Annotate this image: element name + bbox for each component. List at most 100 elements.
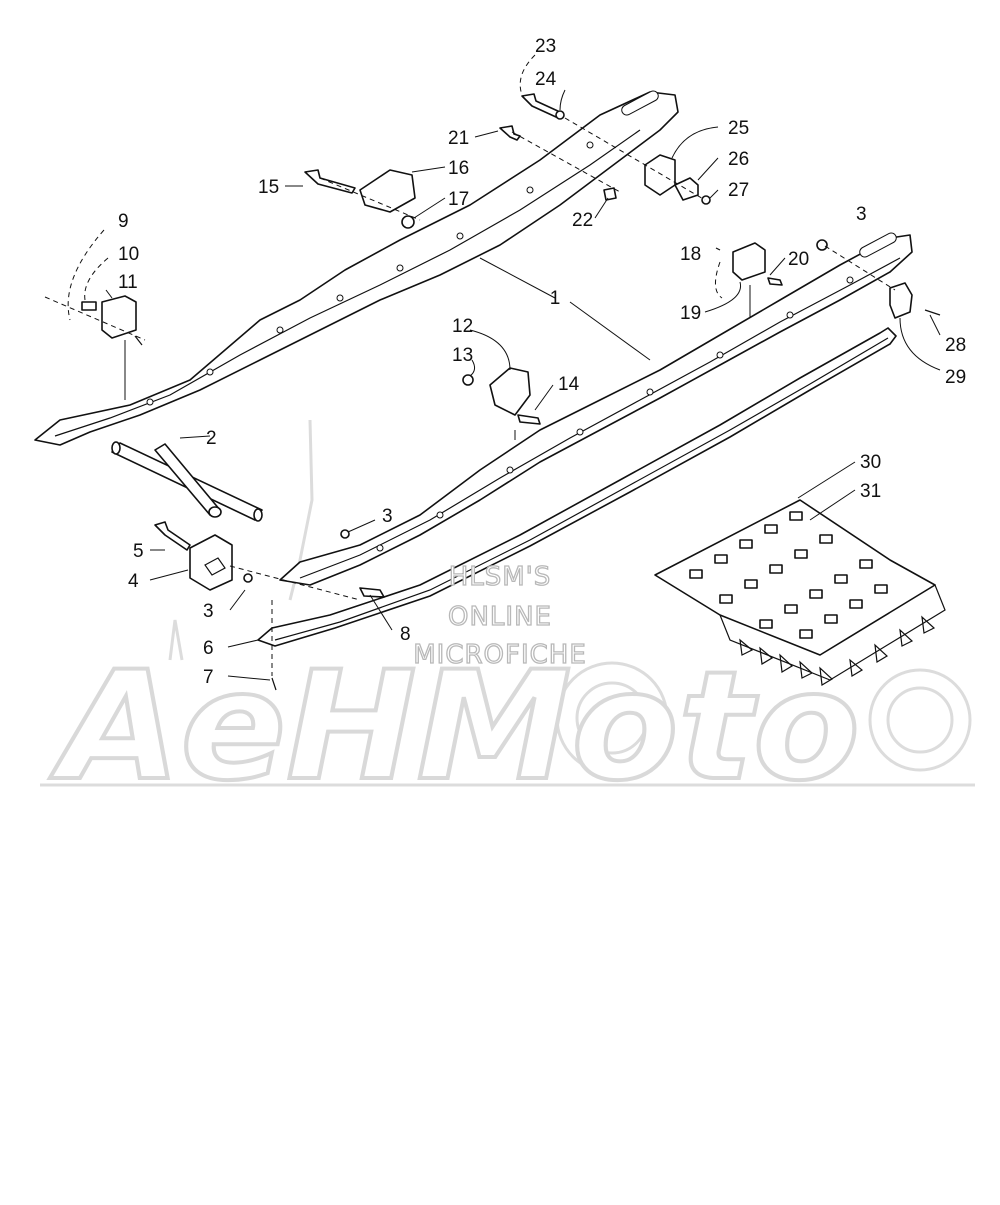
watermark-line-3: MICROFICHE [413,640,587,670]
part-23-bolt [521,93,561,118]
leader-28 [929,314,941,336]
callout-25: 25 [728,118,749,139]
leader-16 [411,166,446,173]
part-19-block [732,242,766,281]
rail-upper-slot [621,90,659,116]
part-20-screw [767,277,783,286]
callout-10: 10 [118,244,139,265]
part-14-bolt [517,414,541,425]
part-26-spacer [674,177,699,201]
callout-31: 31 [860,481,881,502]
cross-shaft-2-end [208,506,222,518]
track-clip [769,564,783,574]
callout-3-mid: 3 [382,506,393,527]
callout-28: 28 [945,335,966,356]
track-lug-row [739,615,936,686]
callout-29: 29 [945,367,966,388]
rail-hole [336,294,344,302]
leader-30 [797,461,856,499]
rail-hole [576,428,584,436]
part-13-nut [462,374,474,386]
track-clip [689,569,703,579]
callout-11: 11 [118,272,138,293]
track-clip [739,539,753,549]
rail-lower-body [279,234,913,586]
leader-1b [569,301,651,361]
track-clip [859,559,873,569]
rail-upper-body [34,91,679,446]
leader-26 [697,157,719,181]
callout-13: 13 [452,345,473,366]
leader-18 [715,261,723,299]
leader-6 [227,639,259,648]
track-clip [824,614,838,624]
callout-21: 21 [448,128,469,149]
callout-8: 8 [400,624,411,645]
rail-hole [526,186,534,194]
track-clip [759,619,773,629]
callout-26: 26 [728,149,749,170]
track-clip [834,574,848,584]
callout-16: 16 [448,158,469,179]
callout-23: 23 [535,36,556,57]
leader-19 [704,281,742,313]
part-22-spacer [603,187,617,201]
part-28-screw [924,309,941,316]
part-8-bolt [359,587,385,598]
part-25-block [644,154,676,196]
part-7-screw [271,677,277,691]
callout-labels: 1 2 3 3 3 4 5 6 7 8 9 10 11 12 13 14 15 … [118,36,966,688]
rail-upper-edge [54,129,641,437]
leader-10 [84,257,109,301]
track-clip [794,549,808,559]
track-clip [799,629,813,639]
rail-hole [206,368,214,376]
callout-1: 1 [550,288,561,309]
dash-part-15-17 [319,177,421,221]
callout-30: 30 [860,452,881,473]
track-clip [789,511,803,521]
dash-part-23-27 [564,117,706,201]
rail-hole [276,326,284,334]
rail-hole [646,388,654,396]
leader-25 [671,126,719,159]
rail-hole [716,351,724,359]
rail-hole [846,276,854,284]
rail-hole [396,264,404,272]
part-3-nut-mid [340,529,350,539]
rail-hole [506,466,514,474]
leader-20 [769,257,786,276]
leader-14 [534,384,554,411]
watermark-wheel-right [868,668,972,772]
leader-29 [899,317,941,371]
part-5-bolt [154,521,191,551]
callout-6: 6 [203,638,214,659]
part-27-nut [701,195,711,205]
leader-7 [227,675,271,681]
watermark-line-1: HLSM'S [449,562,552,592]
track-clips [689,511,888,639]
callout-3-lower: 3 [203,601,214,622]
dash-part-21-22 [511,131,621,193]
rail-hole [436,511,444,519]
track-clip [784,604,798,614]
slide-rail [257,327,897,647]
callout-17: 17 [448,189,469,210]
watermark-logo: AeHMoto [40,419,975,816]
part-16-block [359,169,416,213]
slide-rail-edge [274,337,889,641]
part-10-plate [81,301,97,311]
part-15-bolt [304,169,356,194]
cross-shaft-1-end [111,441,121,455]
part-24-washer [555,110,565,120]
leader-3-mid [347,519,376,533]
track-belt [654,499,946,686]
part-18-pin [715,247,721,251]
rail-upper [34,90,679,446]
leader-21 [474,130,499,138]
part-9-screw [134,335,143,346]
callout-9: 9 [118,211,129,232]
track-lugs [739,615,936,686]
track-clip [849,599,863,609]
